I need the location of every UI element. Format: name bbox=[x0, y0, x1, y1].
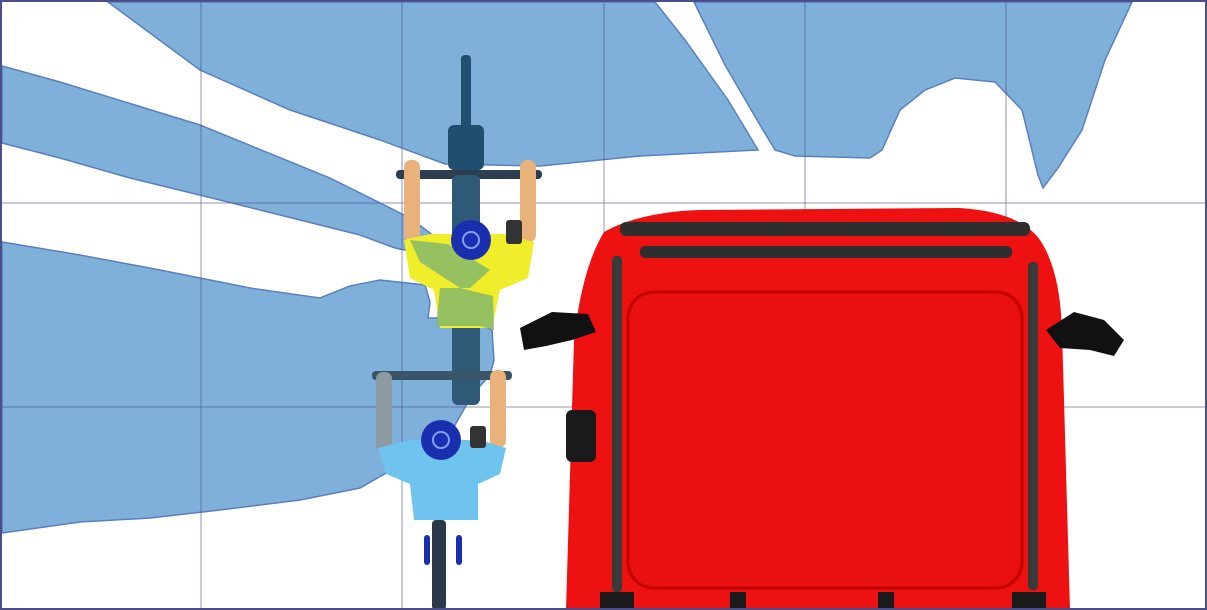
cyclist-rear-arm-right bbox=[490, 370, 506, 448]
cyclist-rear-arm-left bbox=[376, 372, 392, 452]
truck-windscreen-trim bbox=[620, 222, 1030, 236]
bicycle-rear-stay-right bbox=[456, 535, 462, 565]
truck-wheel-rear-4 bbox=[1012, 592, 1046, 610]
truck-door-handle bbox=[566, 410, 596, 462]
truck-wheel-rear-1 bbox=[600, 592, 634, 610]
truck-cab bbox=[520, 208, 1124, 610]
truck-side-trim-right bbox=[1028, 262, 1038, 590]
bicycle-rear-stay-left bbox=[424, 535, 430, 565]
truck-roof-bar bbox=[640, 246, 1012, 258]
cyclist-front-arm-left bbox=[404, 160, 420, 242]
truck-side-trim-left bbox=[612, 256, 622, 592]
bicycle-rear-wheel bbox=[432, 520, 446, 610]
truck-roof-panel bbox=[628, 292, 1022, 588]
cyclist-front-helmet bbox=[451, 220, 491, 260]
bicycle-front-fork bbox=[448, 125, 484, 170]
truck-wheel-rear-2 bbox=[730, 592, 746, 610]
cyclist-front-backpack bbox=[506, 220, 522, 244]
cyclist-rear-helmet bbox=[421, 420, 461, 460]
cyclist-rear-backpack bbox=[470, 426, 486, 448]
cyclist-front-arm-right bbox=[520, 160, 536, 242]
truck-wheel-rear-3 bbox=[878, 592, 894, 610]
